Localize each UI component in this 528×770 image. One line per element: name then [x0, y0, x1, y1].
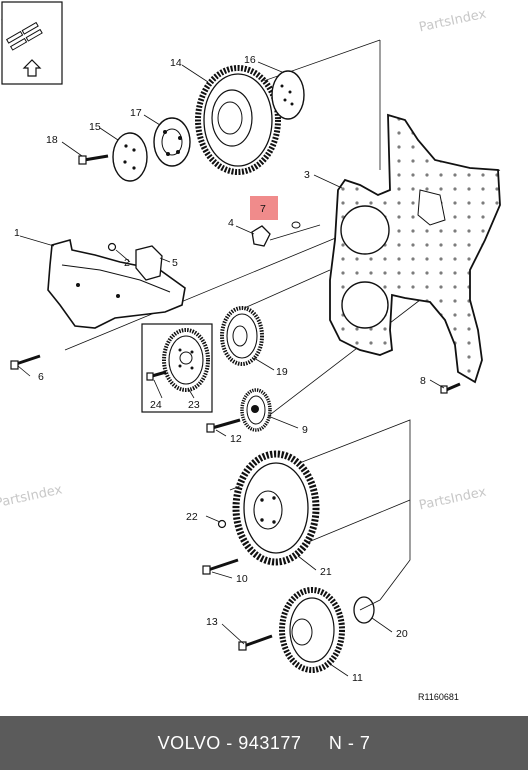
fuse-box-arrow-icon	[1, 1, 63, 85]
camshaft-gear-part	[195, 65, 281, 175]
callout-19[interactable]: 19	[276, 366, 288, 378]
vibration-damper-part	[279, 587, 345, 673]
gear-hub-part	[153, 117, 191, 167]
callout-24[interactable]: 24	[150, 399, 162, 411]
o-ring-part	[353, 596, 375, 624]
nut-part	[217, 519, 227, 529]
gasket-part	[135, 245, 163, 281]
crankshaft-gear-part	[232, 450, 320, 566]
callout-8[interactable]: 8	[420, 375, 426, 387]
watermark: PartsIndex	[418, 485, 488, 514]
callout-1[interactable]: 1	[14, 227, 20, 239]
callout-4[interactable]: 4	[228, 217, 234, 229]
bolt-part	[78, 154, 109, 165]
bolt-part	[10, 354, 41, 370]
small-gear-part	[240, 388, 272, 432]
callout-17[interactable]: 17	[130, 107, 142, 119]
callout-20[interactable]: 20	[396, 628, 408, 640]
gear-plate-part	[112, 132, 148, 182]
timing-cover-part	[329, 113, 501, 384]
idler-gear-part	[220, 306, 264, 366]
footer-bar: VOLVO - 943177 N - 7	[0, 716, 528, 770]
bolt-part	[206, 418, 241, 433]
callout-23[interactable]: 23	[188, 399, 200, 411]
bolt-part	[202, 558, 239, 575]
callout-15[interactable]: 15	[89, 121, 101, 133]
callout-12[interactable]: 12	[230, 433, 242, 445]
bolt-part	[238, 634, 273, 651]
callout-21[interactable]: 21	[320, 566, 332, 578]
callout-5[interactable]: 5	[172, 257, 178, 269]
gear-cover-plate-part	[271, 70, 305, 120]
callout-13[interactable]: 13	[206, 616, 218, 628]
callout-9[interactable]: 9	[302, 424, 308, 436]
callout-11[interactable]: 11	[352, 672, 363, 684]
callout-2[interactable]: 2	[124, 257, 130, 269]
part-number-caption: VOLVO - 943177 N - 7	[157, 732, 371, 753]
callout-22[interactable]: 22	[186, 511, 198, 523]
nut-part	[107, 242, 117, 252]
reference-code: R1160681	[418, 692, 459, 702]
bracket-part	[47, 238, 186, 329]
highlight-box	[250, 196, 278, 220]
callout-6[interactable]: 6	[38, 371, 44, 383]
callout-7[interactable]: 7	[260, 203, 266, 215]
sensor-part	[251, 221, 301, 247]
watermark: PartsIndex	[0, 482, 64, 511]
watermark: PartsIndex	[418, 7, 488, 36]
callout-18[interactable]: 18	[46, 134, 58, 146]
callout-3[interactable]: 3	[304, 169, 310, 181]
callout-leaders	[17, 61, 445, 677]
callout-14[interactable]: 14	[170, 57, 182, 69]
bolt-part	[146, 370, 167, 381]
callout-10[interactable]: 10	[236, 573, 248, 585]
callout-16[interactable]: 16	[244, 54, 256, 66]
callout-labels: 14 16 17 15 18 3 7 4 1 2 5 6 19 24 23 8 …	[14, 54, 426, 684]
parts-diagram: PartsIndex PartsIndex PartsIndex PartsIn…	[0, 1, 501, 702]
bolt-part	[440, 382, 461, 394]
inset-gear-part	[162, 328, 210, 392]
